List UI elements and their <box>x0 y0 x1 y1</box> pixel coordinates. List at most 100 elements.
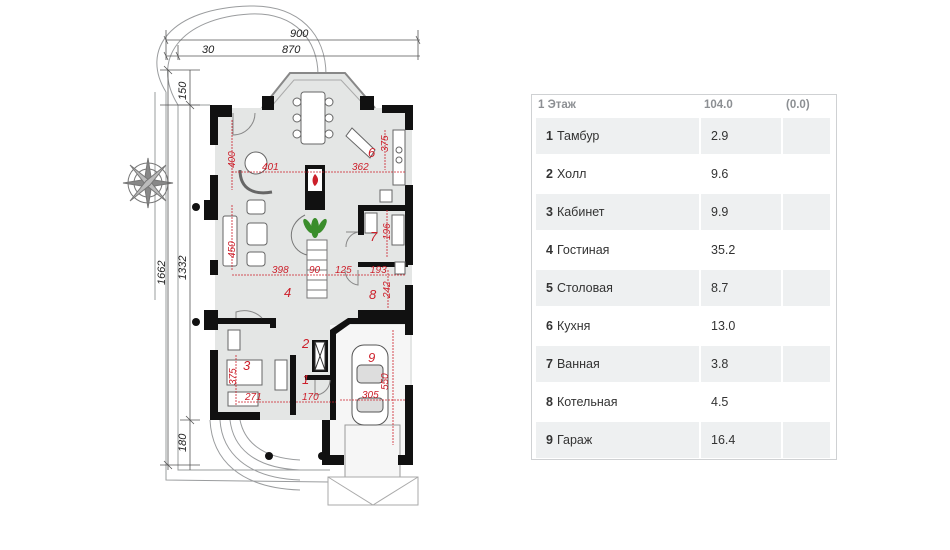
room-area: 13.0 <box>701 308 781 344</box>
room-number-8: 8 <box>369 287 377 302</box>
room-extra <box>783 118 830 154</box>
exterior-dimension-lines <box>160 30 421 470</box>
room-extra <box>783 346 830 382</box>
room-area: 3.8 <box>701 346 781 382</box>
room-extra <box>783 270 830 306</box>
bay-window <box>261 72 376 109</box>
room-area: 2.9 <box>701 118 781 154</box>
dim-1332: 1332 <box>177 256 189 280</box>
dim-362: 362 <box>352 162 369 173</box>
room-area: 4.5 <box>701 384 781 420</box>
room-number-2: 2 <box>301 336 310 351</box>
room-num: 9 <box>546 433 553 447</box>
room-extra <box>783 308 830 344</box>
dim-450: 450 <box>227 241 238 258</box>
dim-150: 150 <box>177 81 189 100</box>
room-name: Столовая <box>556 281 613 295</box>
dim-1662: 1662 <box>156 261 168 285</box>
plant-icon <box>303 218 327 238</box>
dim-90: 90 <box>309 265 321 276</box>
room-num: 5 <box>546 281 553 295</box>
room-extra <box>783 194 830 230</box>
header-floor: 1 Этаж <box>538 99 576 111</box>
dim-550: 550 <box>380 373 391 390</box>
dim-242: 242 <box>382 281 393 299</box>
doors <box>232 112 359 396</box>
red-dimension-lines <box>231 120 405 445</box>
room-number-6: 6 <box>368 145 376 160</box>
room-num: 8 <box>546 395 553 409</box>
red-dimension-labels: 401 362 398 90 125 193 271 170 305 400 4… <box>227 135 393 403</box>
room-name: Кухня <box>556 319 591 333</box>
room-number-1: 1 <box>302 372 309 387</box>
room-extra <box>783 422 830 458</box>
room-num: 7 <box>546 357 553 371</box>
room-name: Гостиная <box>556 243 610 257</box>
column-dot <box>192 318 200 326</box>
room-name: Кабинет <box>556 205 605 219</box>
dim-375-kitchen: 375 <box>380 135 391 152</box>
room-extra <box>783 156 830 192</box>
dim-305: 305 <box>362 390 379 401</box>
fireplace-icon <box>306 167 324 193</box>
dim-900: 900 <box>290 28 309 40</box>
room-number-3: 3 <box>243 358 251 373</box>
furniture <box>222 91 406 426</box>
room-extra <box>783 232 830 268</box>
room-area: 9.9 <box>701 194 781 230</box>
dim-125: 125 <box>335 265 352 276</box>
header-area: 104.0 <box>704 99 733 111</box>
dim-400: 400 <box>227 151 238 168</box>
dim-193: 193 <box>370 265 387 276</box>
column-dot <box>192 203 200 211</box>
room-area: 16.4 <box>701 422 781 458</box>
column-dot <box>318 452 326 460</box>
room-name: Тамбур <box>556 129 600 143</box>
dim-401: 401 <box>262 162 279 173</box>
room-extra <box>783 384 830 420</box>
dim-398: 398 <box>272 265 289 276</box>
room-area: 35.2 <box>701 232 781 268</box>
room-number-4: 4 <box>284 285 291 300</box>
room-area: 9.6 <box>701 156 781 192</box>
room-number-7: 7 <box>370 229 378 244</box>
entrance-steps <box>209 419 301 491</box>
room-number-9: 9 <box>368 350 375 365</box>
room-numbers: 1 2 3 4 5 6 7 8 9 <box>243 110 378 387</box>
floor-plan: 401 362 398 90 125 193 271 170 305 400 4… <box>122 5 421 506</box>
room-name: Гараж <box>556 433 593 447</box>
table-header: 1 Этаж 104.0 (0.0) <box>532 95 836 115</box>
header-extra: (0.0) <box>786 99 810 111</box>
room-name: Холл <box>556 167 587 181</box>
room-name: Котельная <box>556 395 618 409</box>
room-area: 8.7 <box>701 270 781 306</box>
column-dot <box>265 452 273 460</box>
dim-271: 271 <box>244 392 262 403</box>
room-num: 3 <box>546 205 553 219</box>
compass-rose-icon <box>122 157 174 209</box>
dim-196: 196 <box>382 223 393 240</box>
room-num: 6 <box>546 319 553 333</box>
room-num: 2 <box>546 167 553 181</box>
dim-180: 180 <box>177 433 189 452</box>
room-number-5: 5 <box>313 110 321 125</box>
dim-30: 30 <box>202 44 215 56</box>
room-num: 4 <box>546 243 553 257</box>
dim-170: 170 <box>302 392 319 403</box>
dim-375-office: 375 <box>228 368 239 385</box>
exterior-dimension-labels: 900 30 870 150 1662 1332 180 <box>156 28 309 452</box>
room-num: 1 <box>546 129 553 143</box>
dim-870: 870 <box>282 44 301 56</box>
staircase <box>290 214 328 299</box>
room-name: Ванная <box>556 357 600 371</box>
